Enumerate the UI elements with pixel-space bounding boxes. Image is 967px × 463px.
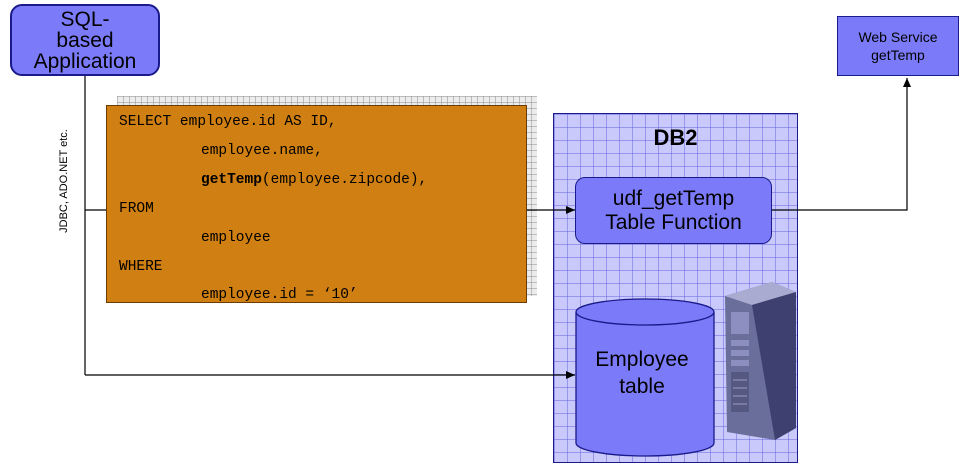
employee-table-label: Employee table <box>573 346 711 400</box>
sql-line-6: WHERE <box>119 259 163 275</box>
app-box-line-2: based <box>56 28 114 52</box>
sql-line-5: employee <box>201 230 271 246</box>
connection-label: JDBC, ADO.NET etc. <box>58 129 70 233</box>
web-service-line-1: Web Service <box>858 29 938 45</box>
app-box-line-1: SQL- <box>60 7 110 31</box>
sql-line-3: getTemp(employee.zipcode), <box>201 172 427 188</box>
sql-line-1: SELECT employee.id AS ID, <box>119 114 337 130</box>
sql-line-4: FROM <box>119 201 154 217</box>
employee-table-line-2: table <box>619 375 665 398</box>
connection-label-wrapper: JDBC, ADO.NET etc. <box>54 110 74 260</box>
employee-table-line-1: Employee <box>595 348 689 371</box>
app-box-line-3: Application <box>33 49 137 73</box>
udf-line-1: udf_getTemp <box>612 186 735 210</box>
server-icon <box>725 282 796 440</box>
udf-table-function-box: udf_getTemp Table Function <box>575 177 772 244</box>
sql-line-2: employee.name, <box>201 143 323 159</box>
employee-table-cylinder <box>575 298 715 457</box>
sql-application-box: SQL- based Application <box>10 4 160 76</box>
sql-function-name: getTemp <box>201 172 262 188</box>
sql-function-args: (employee.zipcode), <box>261 172 428 188</box>
udf-line-2: Table Function <box>605 210 742 234</box>
sql-line-7: employee.id = ‘10’ <box>201 287 358 303</box>
web-service-box: Web Service getTemp <box>837 16 959 76</box>
sql-query-box: SELECT employee.id AS ID, employee.name,… <box>106 105 527 303</box>
web-service-line-2: getTemp <box>871 47 925 63</box>
db2-title: DB2 <box>653 125 698 150</box>
udf-to-webservice-arrow <box>772 78 911 211</box>
